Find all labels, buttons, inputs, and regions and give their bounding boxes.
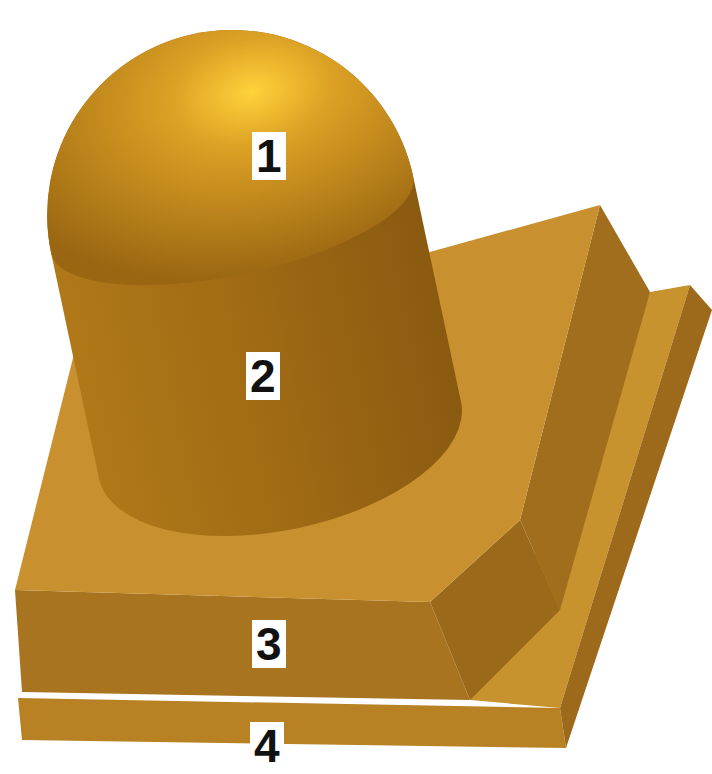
- block-front: [15, 590, 470, 700]
- dome-cap: [13, 0, 426, 312]
- callout-number: 2: [246, 352, 280, 400]
- plate-front: [18, 698, 566, 748]
- cylinder-body: [13, 0, 480, 566]
- callout-number: 3: [252, 620, 286, 668]
- callout-number: 4: [250, 722, 284, 770]
- callout-number: 1: [252, 132, 286, 180]
